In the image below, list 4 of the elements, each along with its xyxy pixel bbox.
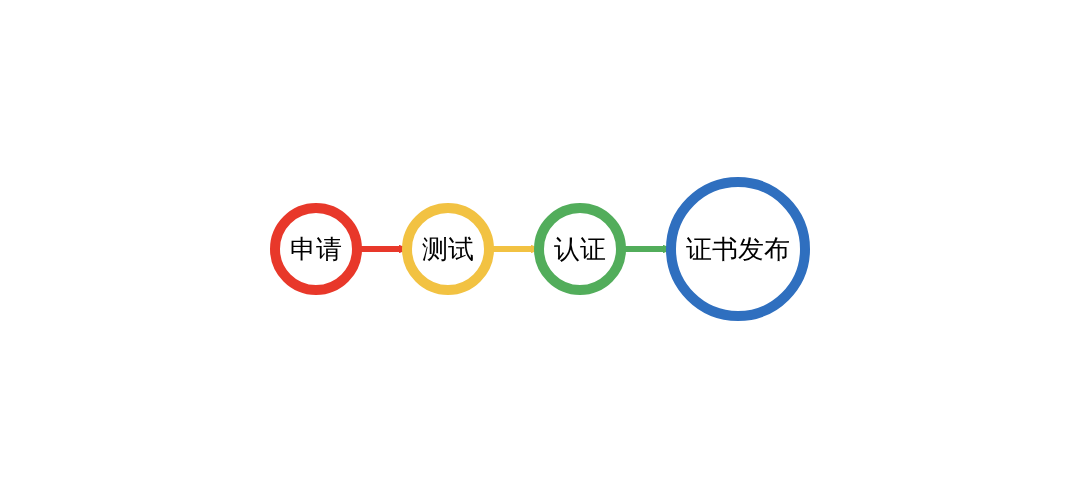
node-circle: 认证: [534, 203, 626, 295]
node-circle: 测试: [402, 203, 494, 295]
node-circle: 证书发布: [666, 177, 810, 321]
node-circle: 申请: [270, 203, 362, 295]
